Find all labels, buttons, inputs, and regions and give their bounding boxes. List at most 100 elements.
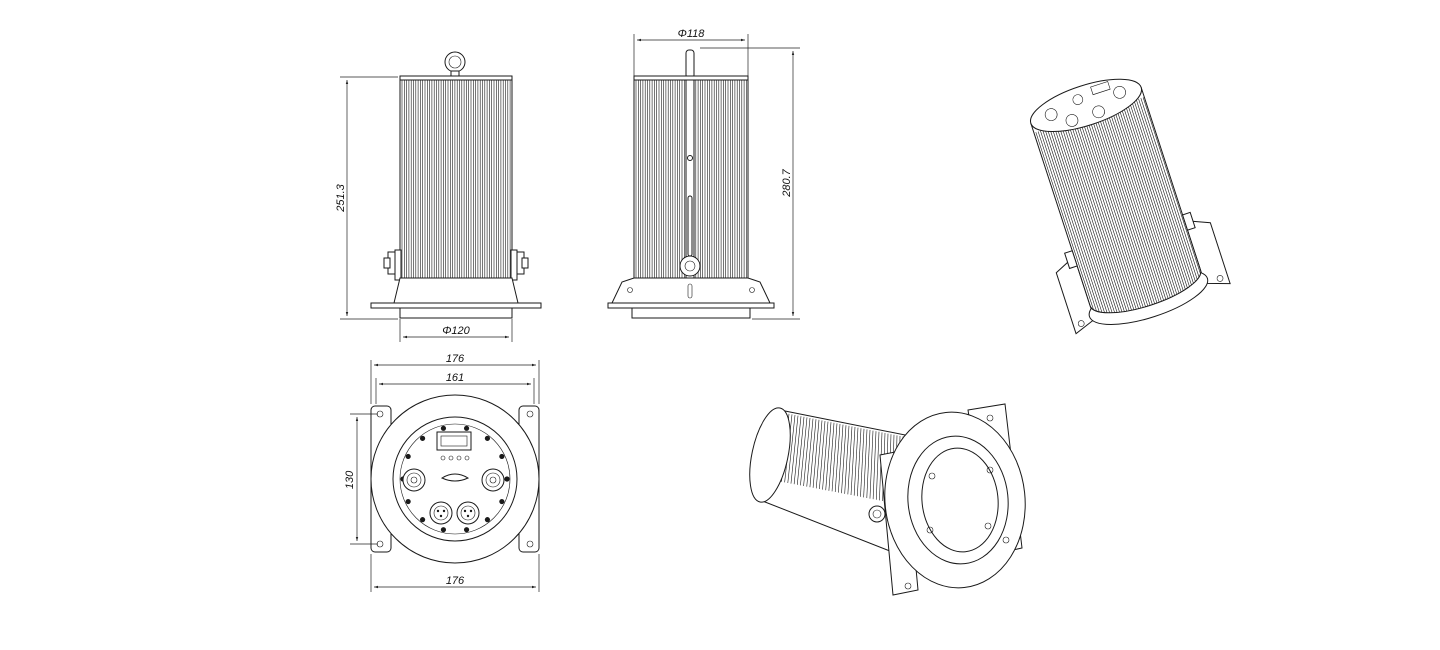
rib-line bbox=[1072, 120, 1135, 310]
side-lower-ring bbox=[611, 277, 771, 304]
rib-line bbox=[803, 417, 811, 487]
rib-line bbox=[806, 418, 814, 487]
rib-line bbox=[1124, 103, 1186, 290]
rib-line bbox=[1035, 132, 1094, 310]
screw-icon bbox=[499, 453, 505, 460]
front-lens bbox=[399, 307, 513, 319]
screw-icon bbox=[463, 527, 470, 533]
front-cylinder-body bbox=[399, 79, 513, 279]
rib-line bbox=[1074, 119, 1137, 310]
rib-line bbox=[853, 427, 859, 496]
front-diameter-dimension: Φ120 bbox=[442, 325, 470, 337]
screw-icon bbox=[499, 498, 505, 505]
rib-line bbox=[1051, 126, 1113, 313]
rib-line bbox=[1058, 124, 1120, 313]
bottom-height-dimension: 130 bbox=[344, 470, 356, 489]
rib-line bbox=[1081, 117, 1144, 308]
rib-line bbox=[1131, 100, 1192, 286]
side-diameter-dimension: Φ118 bbox=[678, 28, 706, 40]
side-knob bbox=[679, 255, 701, 277]
front-bracket-plate bbox=[370, 302, 542, 309]
rib-line bbox=[1062, 123, 1125, 312]
rib-line bbox=[1085, 115, 1149, 307]
front-right-knob bbox=[510, 249, 529, 281]
screw-icon bbox=[504, 476, 510, 482]
side-cylinder-body bbox=[633, 79, 749, 279]
rib-line bbox=[1049, 127, 1110, 313]
rib-line bbox=[1122, 103, 1184, 291]
rib-line bbox=[1069, 120, 1132, 311]
rib-line bbox=[1053, 126, 1115, 313]
side-lens bbox=[631, 307, 751, 319]
screw-icon bbox=[419, 435, 426, 441]
screw-icon bbox=[440, 527, 447, 533]
front-view: 251.3 Φ120 bbox=[335, 51, 542, 342]
rib-line bbox=[872, 431, 877, 500]
rib-line bbox=[831, 423, 838, 492]
bottom-slot bbox=[440, 473, 470, 482]
screw-icon bbox=[440, 425, 447, 431]
rib-line bbox=[850, 426, 856, 496]
rib-line bbox=[1097, 112, 1160, 303]
bottom-power-in-connector bbox=[402, 468, 426, 492]
rib-line bbox=[1135, 99, 1196, 282]
bottom-inner-width-dimension: 161 bbox=[446, 372, 464, 384]
screw-icon bbox=[405, 498, 411, 505]
rib-line bbox=[793, 416, 802, 485]
rib-line bbox=[875, 431, 880, 500]
rib-line bbox=[790, 415, 799, 484]
rib-line bbox=[809, 419, 817, 488]
rib-line bbox=[787, 414, 796, 484]
bottom-dmx-in-connector bbox=[429, 501, 453, 525]
rib-line bbox=[1088, 115, 1151, 306]
side-hanger bbox=[685, 49, 695, 79]
rib-line bbox=[1099, 111, 1162, 302]
rib-line bbox=[1110, 107, 1173, 297]
rib-line bbox=[1104, 109, 1167, 300]
bottom-buttons bbox=[440, 455, 470, 461]
rib-line bbox=[847, 426, 853, 495]
rib-line bbox=[1090, 114, 1153, 305]
rib-line bbox=[1106, 109, 1169, 299]
side-bracket-plate bbox=[607, 302, 775, 309]
side-top-cap bbox=[633, 75, 749, 81]
rib-line bbox=[815, 420, 823, 489]
screw-icon bbox=[419, 517, 426, 523]
rib-line bbox=[1044, 129, 1105, 313]
bottom-dmx-out-connector bbox=[456, 501, 480, 525]
rib-line bbox=[828, 422, 835, 491]
rib-line bbox=[1037, 131, 1097, 312]
screw-icon bbox=[463, 425, 470, 431]
rib-line bbox=[822, 421, 829, 490]
rib-line bbox=[796, 416, 805, 485]
eye-bolt-inner bbox=[448, 55, 462, 69]
rib-line bbox=[800, 417, 808, 486]
screw-icon bbox=[405, 453, 411, 460]
screw-icon bbox=[484, 435, 491, 441]
bottom-view: 176 161 130 176 bbox=[344, 353, 540, 592]
rib-line bbox=[1060, 123, 1123, 312]
rib-line bbox=[1120, 104, 1182, 293]
rib-line bbox=[1108, 108, 1171, 298]
side-height-dimension: 280.7 bbox=[781, 168, 793, 197]
rib-line bbox=[1126, 102, 1188, 289]
rib-line bbox=[1083, 116, 1146, 307]
rib-line bbox=[1042, 129, 1103, 313]
front-top-cap bbox=[399, 75, 513, 81]
screw-icon bbox=[484, 517, 491, 523]
rib-line bbox=[844, 425, 850, 494]
rib-line bbox=[1140, 97, 1200, 278]
rib-line bbox=[1092, 113, 1155, 304]
rib-line bbox=[834, 423, 841, 493]
bottom-outer-width-dimension: 176 bbox=[446, 353, 465, 365]
rib-line bbox=[1113, 106, 1175, 296]
rib-line bbox=[1056, 125, 1118, 313]
rib-line bbox=[1067, 121, 1130, 311]
front-body-ribs bbox=[401, 80, 511, 278]
front-height-dimension: 251.3 bbox=[335, 183, 347, 212]
bottom-screws bbox=[400, 425, 510, 533]
rib-line bbox=[1078, 118, 1142, 309]
rib-line bbox=[819, 420, 826, 490]
rib-line bbox=[869, 430, 874, 499]
